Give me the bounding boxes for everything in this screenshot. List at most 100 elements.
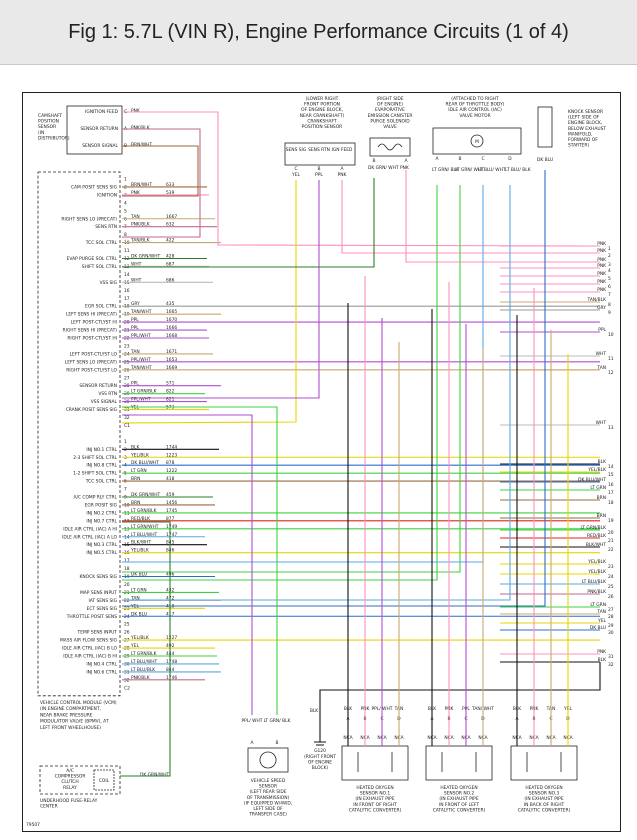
- crank-pin-letter: B: [317, 166, 320, 172]
- vcm-circuit-number: 1744: [166, 444, 177, 450]
- camshaft-wire-color: BRN/WHT: [131, 142, 152, 148]
- crank-wire-color: YEL: [291, 172, 300, 178]
- vcm-wire-color: LT BLU/WHT: [131, 659, 157, 665]
- ac-relay-coil: [93, 769, 115, 791]
- vcm-pin-number: 26: [124, 630, 130, 636]
- reference-wire-color: BRN: [597, 513, 606, 519]
- vcm-wire-color: TAN/WHT: [130, 365, 152, 371]
- vss-wire-color: PPL/ WHT: [242, 718, 263, 724]
- reference-wire-color: PNK: [597, 271, 606, 277]
- vcm-circuit-number: 1222: [166, 468, 177, 474]
- vcm-circuit-number: 1748: [166, 659, 177, 665]
- vss-pin-letter: A: [250, 740, 253, 746]
- reference-number: 32: [608, 662, 614, 668]
- vcm-circuit-number: 428: [166, 254, 175, 260]
- reference-number: 18: [608, 500, 614, 506]
- camshaft-sensor-title: SENSOR: [38, 124, 56, 130]
- vcm-pin-label: LEFT SENS HI (PRECAT): [66, 312, 117, 318]
- crank-sensor-title: CRANKSHAFT: [307, 118, 337, 124]
- reference-number: 28: [608, 614, 614, 620]
- o2-sensor-title: HEATED OXYGEN: [440, 785, 477, 791]
- figure-title: Fig 1: 5.7L (VIN R), Engine Performance …: [68, 20, 569, 43]
- crank-pin-label: SENS RTN: [308, 147, 330, 153]
- vcm-pin-label: MASS AIR FLOW SENS SIG: [60, 638, 118, 644]
- reference-number: 16: [608, 482, 614, 488]
- vcm-pin-label: INJ NO.1 CTRL: [86, 447, 117, 453]
- vcm-pin-label: THROTTLE POSIT SENS: [66, 614, 118, 620]
- vcm-pin-number: 27: [124, 375, 130, 381]
- reference-wire-color: BLK/WHT: [586, 542, 606, 548]
- vcm-wire-color: YEL/BLK: [130, 452, 149, 458]
- vcm-wire-color: BRN/WHT: [131, 182, 152, 188]
- purge-solenoid-coil-icon: [377, 143, 403, 151]
- vcm-pin-label: 2-3 SHIFT SOL CTRL: [73, 455, 117, 461]
- iac-wire-color: LT GRN/ BLK: [432, 167, 459, 173]
- reference-number: 13: [608, 425, 614, 431]
- vcm-pin-label: VSS SIGNAL: [91, 399, 118, 405]
- vcm-pin-label: RIGHT SENS HI (PRECAT): [63, 328, 118, 334]
- vcm-pin-label: MAP SENS INPUT: [80, 590, 117, 596]
- ac-relay-title: CLUTCH: [61, 779, 78, 785]
- vcm-circuit-number: 1653: [166, 357, 177, 363]
- reference-number: 10: [608, 332, 614, 338]
- vcm-wire-color: PPL: [131, 325, 139, 331]
- reference-number: 17: [608, 490, 614, 496]
- purge-pin-letter: A: [404, 158, 407, 164]
- knock-sensor-title: FORWARD OF: [568, 137, 598, 143]
- vcm-wire-color: WHT: [131, 261, 142, 267]
- vcm-wire-color: LT GRN/BLK: [131, 508, 157, 514]
- vcm-pin-label: IDLE AIR CTRL (IAC) B HI: [63, 654, 117, 660]
- reference-number: 11: [608, 356, 614, 362]
- vcm-circuit-number: 633: [166, 182, 175, 188]
- reference-number: 31: [608, 654, 614, 660]
- vcm-pin-label: TEMP SENS INPUT: [77, 630, 118, 636]
- o2-heater-element-icon: [441, 752, 477, 772]
- reference-wire-color: PNK: [597, 263, 606, 269]
- figure-header: Fig 1: 5.7L (VIN R), Engine Performance …: [0, 0, 637, 65]
- vcm-wire-color: LT GRN/BLK: [131, 651, 157, 657]
- vcm-pin-label: IDLE AIR CTRL (IAC) B LO: [62, 646, 117, 652]
- ac-relay-title: A/C: [66, 768, 74, 774]
- vcm-pin-number: 5: [124, 208, 127, 214]
- vcm-pin-label: INJ NO.2 CTRL: [86, 510, 117, 516]
- reference-number: 29: [608, 623, 614, 629]
- vss-title: (IF EQUIPPED W/4WD,: [244, 800, 292, 806]
- purge-wire-color: DK GRN/ WHT: [368, 165, 399, 171]
- vcm-pin-label: TCC SOL CTRL: [85, 479, 118, 485]
- purge-valve-title: EMISSION CANISTER: [368, 113, 413, 119]
- vcm-title-line: NEAR BRAKE PRESSURE: [40, 712, 93, 718]
- o2-sensor-title: CATALYTIC CONVERTER): [433, 807, 486, 813]
- vcm-pin-label: VSS RTN: [98, 391, 117, 397]
- reference-wire-color: WHT: [596, 351, 607, 357]
- reference-number: 21: [608, 538, 614, 544]
- vcm-wire-color: PNK: [131, 190, 140, 196]
- ground-bus-wire: [319, 662, 601, 695]
- reference-wire-color: RED/BLK: [587, 533, 606, 539]
- reference-wire-color: LT GRN/BLK: [581, 525, 607, 531]
- reference-wire-color: YEL/BLK: [587, 467, 606, 473]
- iac-motor-icon: [470, 134, 484, 148]
- vcm-pin-number: 1: [124, 439, 127, 445]
- reference-wire-color: PNK: [597, 241, 606, 247]
- vcm-title-line: MODULATOR VALVE (BPMV), AT: [40, 719, 109, 725]
- vcm-pin-label: ECT SENS SIG: [87, 606, 118, 612]
- vcm-circuit-number: 459: [166, 492, 175, 498]
- camshaft-wire-color: PNK: [131, 108, 140, 114]
- reference-number: 4: [608, 268, 611, 274]
- crank-sensor-title: (LOWER RIGHT: [306, 96, 339, 102]
- knock-sensor-title: KNOCK SENSOR: [568, 109, 603, 115]
- reference-number: 24: [608, 574, 614, 580]
- vcm-wire-color: PPL/WHT: [131, 357, 151, 363]
- vss-title: VEHICLE SPEED: [251, 778, 286, 784]
- reference-wire-color: TAN/BLK: [587, 297, 607, 303]
- iac-wire-color: LT BLU/ WHT: [478, 167, 506, 173]
- ac-relay-coil-label: COIL: [99, 778, 110, 784]
- vcm-circuit-number: 539: [166, 190, 175, 196]
- knock-sensor-box: [537, 106, 553, 148]
- purge-feed-wire: [405, 170, 600, 263]
- crank-wire-color: PNK: [338, 172, 347, 178]
- vcm-wire-color: TAN/WHT: [130, 309, 152, 315]
- knock-wire-color: DK BLU: [537, 157, 553, 163]
- vcm-wire-color: TAN: [130, 214, 140, 220]
- vcm-wire-color: TAN: [130, 595, 140, 601]
